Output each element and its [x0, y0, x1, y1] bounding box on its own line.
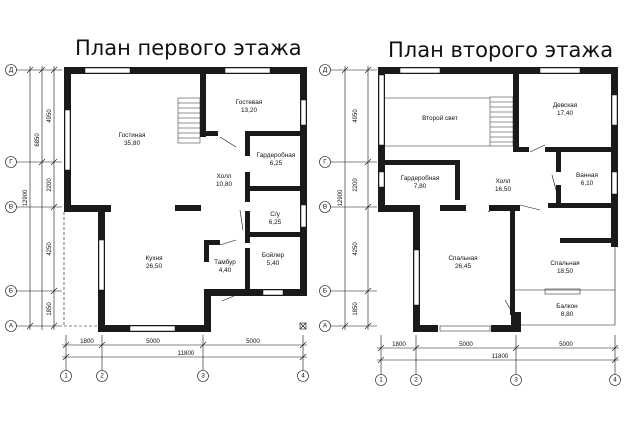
room-area: 6,10: [581, 180, 594, 187]
axis-label: Б: [9, 288, 13, 295]
room-area: 6,25: [270, 160, 283, 167]
axis-label: 1: [64, 373, 68, 380]
room-name: Гардеробная: [257, 151, 296, 159]
axis-label: А: [9, 323, 14, 330]
plan-2-dim-4950: 4950: [353, 109, 359, 123]
plan-2: 4950 2200 12900 4250 1850 Д Г В Б А: [319, 64, 621, 386]
plan-1-dim-5000-b: 5000: [246, 338, 260, 345]
room-name: Гостиная: [119, 132, 146, 139]
plan-2-dim-4250: 4250: [353, 242, 359, 256]
plan-1-left-dimensions: 4950 6850 2200 12900 4250 1850: [14, 66, 62, 330]
plan-2-second-light: [385, 96, 514, 147]
axis-label: 4: [613, 377, 617, 384]
room-name: Холл: [495, 178, 510, 185]
axis-label: В: [9, 204, 13, 211]
axis-label: 3: [201, 373, 205, 380]
axis-label: Г: [323, 159, 327, 166]
plan-1-dim-1850: 1850: [47, 302, 53, 316]
room-name: Бойлер: [262, 251, 285, 259]
plan-1-stairs: [177, 97, 201, 144]
plan-2-dim-5000-a: 5000: [459, 341, 473, 348]
axis-label: 1: [379, 377, 383, 384]
room-area: 13,20: [241, 107, 257, 114]
room-area: 35,80: [124, 140, 140, 147]
plan-2-title: План второго этажа: [388, 38, 613, 62]
plan-1-dim-12900: 12900: [23, 189, 29, 206]
plan-2-axis-letters: Д Г В Б А: [319, 64, 331, 332]
plan-2-left-dimensions: 4950 2200 12900 4250 1850: [328, 66, 377, 330]
plan-2-dim-11800: 11800: [492, 353, 509, 360]
plan-1-title: План первого этажа: [75, 36, 302, 60]
axis-label: В: [323, 204, 327, 211]
room-area: 17,40: [557, 110, 573, 117]
room-area: 5,40: [267, 260, 280, 267]
room-name: Тамбур: [214, 258, 236, 266]
axis-label: Г: [9, 159, 13, 166]
plan-1-bottom-dimensions: 1800 5000 5000 11800 1 2 3 4: [60, 335, 309, 382]
room-name: Холл: [216, 173, 231, 180]
room-name: Гостевая: [236, 99, 263, 106]
axis-label: 3: [514, 377, 518, 384]
plan-1-dim-4950: 4950: [47, 109, 53, 123]
room-name: Спальная: [448, 255, 478, 262]
room-name: Второй свет: [422, 114, 458, 122]
axis-label: 4: [301, 373, 305, 380]
axis-label: 2: [100, 373, 104, 380]
plan-1-dim-2200: 2200: [47, 178, 53, 192]
plan-1-dim-5000-a: 5000: [146, 338, 160, 345]
room-name: Спальная: [550, 260, 580, 267]
plan-2-room-labels: Второй свет Девская 17,40 Гардеробная 7,…: [401, 102, 599, 318]
axis-label: Д: [9, 67, 14, 74]
room-name: Кухня: [145, 255, 163, 262]
axis-label: 2: [414, 377, 418, 384]
plan-1-dim-6850: 6850: [35, 133, 41, 147]
room-name: Ванная: [576, 172, 598, 179]
room-area: 26,50: [146, 263, 162, 270]
room-area: 7,80: [414, 183, 427, 190]
room-area: 4,40: [219, 267, 232, 274]
plan-2-dim-5000-b: 5000: [559, 341, 573, 348]
room-area: 8,80: [561, 311, 574, 318]
plan-1-dim-11800: 11800: [178, 350, 195, 357]
room-area: 26,45: [455, 263, 471, 270]
plan-1: 4950 6850 2200 12900 4250 1850 Д Г В Б А: [5, 64, 309, 382]
plan-2-dim-12900: 12900: [338, 189, 344, 206]
plan-1-dim-1800: 1800: [80, 338, 94, 345]
plan-1-room-labels: Гостиная 35,80 Гостевая 13,20 Гардеробна…: [119, 99, 296, 274]
room-area: 18,50: [557, 268, 573, 275]
axis-label: А: [323, 323, 328, 330]
plan-1-dim-4250: 4250: [47, 242, 53, 256]
plan-2-dim-2200: 2200: [353, 178, 359, 192]
plan-2-dim-1800: 1800: [392, 341, 406, 348]
room-name: Девская: [553, 102, 578, 109]
axis-label: Д: [323, 67, 328, 74]
room-area: 10,80: [216, 181, 232, 188]
plan-2-bottom-dimensions: 1800 5000 5000 11800 1 2 3 4: [375, 335, 621, 386]
plan-2-walls: [378, 67, 618, 332]
room-name: Балкон: [556, 303, 578, 310]
axis-label: Б: [323, 288, 327, 295]
room-name: С/у: [270, 211, 280, 218]
plan-2-dim-1850: 1850: [353, 302, 359, 316]
room-area: 6,25: [269, 219, 282, 226]
room-area: 16,50: [495, 186, 511, 193]
plan-1-axis-letters: Д Г В Б А: [5, 64, 17, 332]
plan-1-walls: [64, 67, 307, 332]
room-name: Гардеробная: [401, 174, 440, 182]
